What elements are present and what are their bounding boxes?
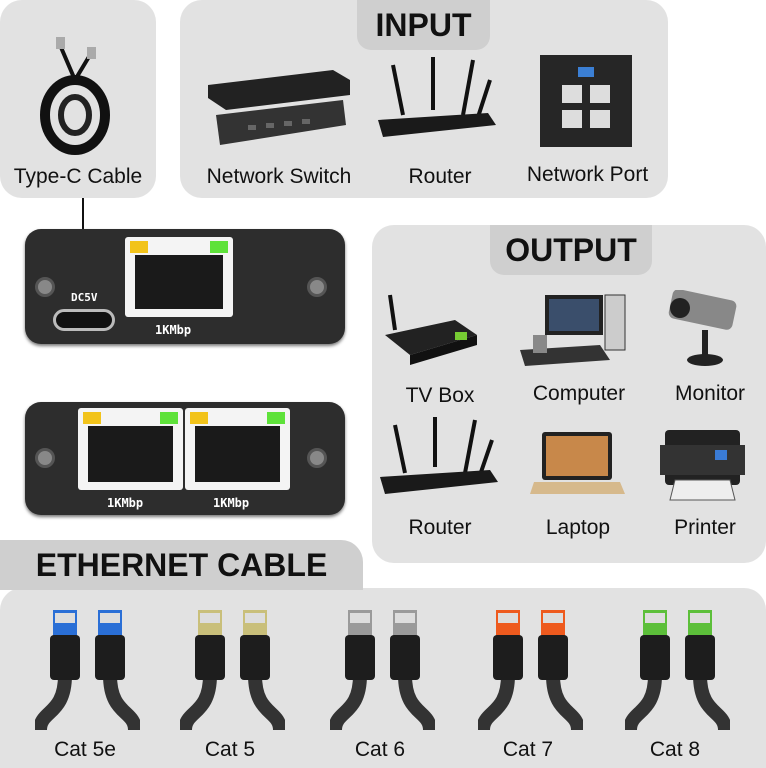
ethernet-cable-label: Cat 6	[354, 738, 406, 761]
type-c-label: Type-C Cable	[13, 165, 143, 188]
screw-icon	[307, 448, 327, 468]
router-icon	[378, 57, 496, 137]
input-label-router: Router	[408, 165, 472, 188]
output-label-monitor: Monitor	[674, 382, 746, 405]
extender-device-input: DC5V 1KMbp	[25, 229, 345, 344]
ethernet-cable-icon	[180, 610, 285, 731]
laptop-icon	[530, 432, 625, 494]
ethernet-panel	[0, 588, 766, 768]
tv-box-icon	[385, 294, 477, 365]
ethernet-cable-icon	[330, 610, 435, 731]
ethernet-port-2[interactable]	[185, 408, 290, 490]
output-label-printer: Printer	[674, 516, 736, 539]
usb-c-port[interactable]	[53, 309, 115, 331]
network-switch-icon	[208, 70, 350, 145]
network-port-icon	[540, 55, 632, 147]
ethernet-cable-label: Cat 7	[502, 738, 554, 761]
speed-label: 1KMbp	[155, 323, 192, 337]
ethernet-cable-icon	[35, 610, 140, 731]
input-label-network-port: Network Port	[526, 163, 649, 186]
screw-icon	[307, 277, 327, 297]
router-icon	[380, 417, 498, 494]
ethernet-cable-icon	[625, 610, 730, 731]
screw-icon	[35, 448, 55, 468]
output-label-tv-box: TV Box	[405, 384, 475, 407]
output-label-router: Router	[408, 516, 472, 539]
output-title: OUTPUT	[490, 225, 652, 275]
ethernet-cable-label: Cat 5	[204, 738, 256, 761]
output-label-computer: Computer	[532, 382, 626, 405]
type-c-panel: Type-C Cable	[0, 0, 156, 198]
ethernet-cable-icon	[478, 610, 583, 731]
ethernet-port[interactable]	[125, 237, 233, 317]
ethernet-port-1[interactable]	[78, 408, 183, 490]
ethernet-cable-label: Cat 8	[649, 738, 701, 761]
output-panel	[372, 225, 766, 563]
power-label: DC5V	[71, 291, 98, 304]
speed-label: 1KMbp	[107, 496, 144, 510]
computer-icon	[520, 294, 626, 366]
ethernet-title: ETHERNET CABLE	[0, 540, 363, 590]
input-label-network-switch: Network Switch	[206, 165, 352, 188]
output-label-laptop: Laptop	[545, 516, 611, 539]
type-c-cable-icon	[40, 37, 110, 155]
monitor-camera-icon	[668, 290, 737, 366]
extender-device-output: 1KMbp 1KMbp	[25, 402, 345, 515]
speed-label: 1KMbp	[213, 496, 250, 510]
ethernet-cable-label: Cat 5e	[54, 738, 116, 761]
input-title: INPUT	[357, 0, 490, 50]
screw-icon	[35, 277, 55, 297]
printer-icon	[660, 430, 745, 501]
